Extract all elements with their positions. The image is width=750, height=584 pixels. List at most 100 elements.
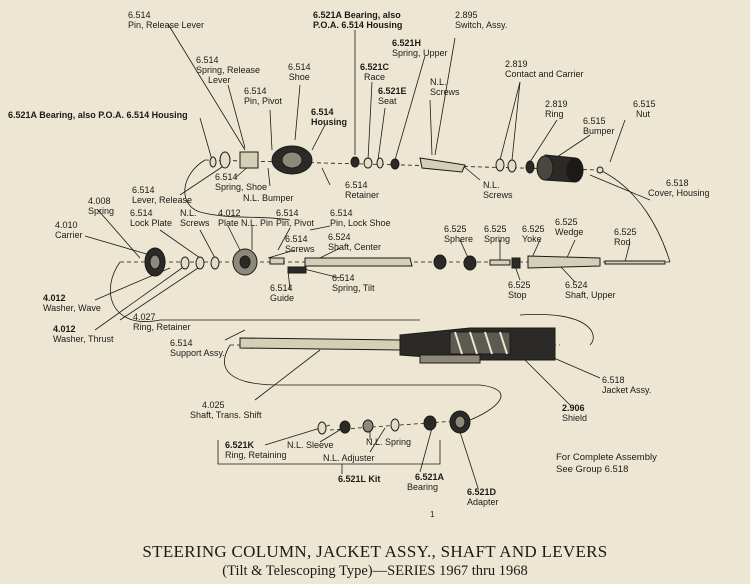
trans-shift-shaft-shape (239, 337, 401, 351)
center-shaft-shape (304, 257, 413, 267)
ring-shape (507, 159, 517, 173)
connector-line (599, 169, 671, 263)
guide-shape (287, 266, 307, 274)
kit-spring-shape (390, 418, 400, 432)
sphere-spring-shape (489, 259, 511, 266)
rod-shape (604, 260, 666, 265)
race-shape (363, 157, 373, 169)
release-lever-shape (219, 151, 231, 169)
label-nl-bumper: N.L. Bumper (243, 193, 294, 203)
bumper-shape (525, 160, 535, 174)
washer-shape (180, 256, 190, 270)
upper-spring-shape (390, 158, 400, 170)
diagram-title: STEERING COLUMN, JACKET ASSY., SHAFT AND… (142, 542, 608, 561)
connector-line (184, 159, 291, 221)
label-nl-pin: N.L. Pin (241, 218, 274, 228)
kit-bracket-line (217, 440, 441, 465)
connector-line (224, 344, 502, 421)
middle-components (144, 247, 666, 277)
connector-line (109, 261, 420, 322)
housing-piece-shape (239, 151, 259, 169)
switch-assy-shape (419, 157, 466, 173)
diagram-subtitle: (Tilt & Telescoping Type)—SERIES 1967 th… (222, 563, 528, 579)
sphere-shape (433, 254, 447, 270)
shield-shape (419, 354, 481, 364)
upper-components (209, 145, 604, 183)
label-kit: 6.521L Kit (338, 474, 381, 484)
kit-components (317, 410, 471, 435)
connector-line (519, 313, 594, 346)
label-nl-sleeve: N.L. Sleeve (287, 440, 334, 450)
bearing-shape (350, 156, 360, 168)
label-nl-adjuster: N.L. Adjuster (323, 453, 375, 463)
label-nl-screws-top: N.L.Screws (430, 77, 460, 97)
stop-shape (511, 257, 521, 269)
label-nl-screws-mid: N.L.Screws (180, 208, 210, 228)
sleeve-shape (339, 420, 351, 434)
retaining-ring-shape (317, 421, 327, 435)
label-nl-screws-right: N.L.Screws (483, 180, 513, 200)
lower-components (239, 327, 556, 364)
label-bearing-poa-left: 6.521A Bearing, also P.O.A. 6.514 Housin… (8, 110, 188, 120)
seat-shape (376, 157, 384, 169)
pin-shape (269, 257, 285, 265)
contact-shape (495, 158, 505, 172)
adjuster-axis-line (329, 419, 471, 431)
spring-shape (210, 256, 220, 270)
label-nl-spring: N.L. Spring (366, 437, 412, 447)
nut-shape (596, 166, 604, 174)
adjuster-shape (362, 419, 374, 433)
ring-retainer-shape (195, 256, 205, 270)
bearing-kit-shape (423, 415, 437, 431)
upper-shaft-shape (527, 255, 601, 269)
stray-mark: 1 (430, 510, 435, 519)
bearing-washer-shape (209, 156, 217, 168)
